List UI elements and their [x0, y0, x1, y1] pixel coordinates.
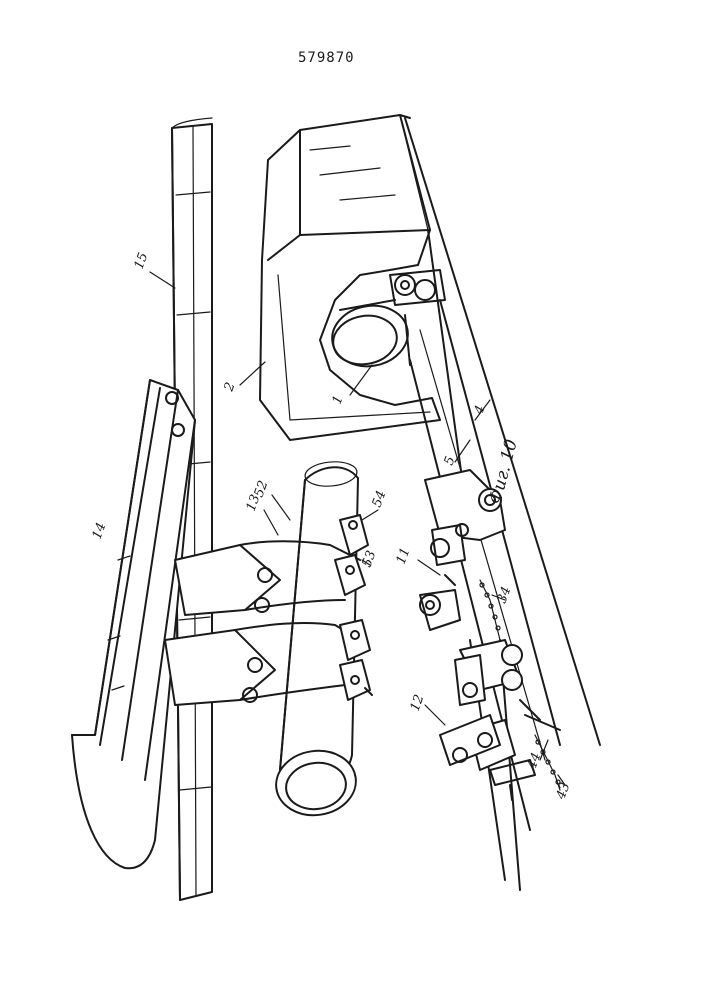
label-14: 14	[90, 521, 110, 542]
label-34: 34	[495, 585, 515, 606]
frame-14	[72, 380, 195, 868]
ring-1	[327, 300, 412, 372]
label-11: 11	[394, 546, 414, 567]
label-2: 2	[221, 380, 238, 394]
label-54: 54	[370, 489, 390, 510]
carriage-12	[440, 640, 560, 800]
label-12: 12	[408, 693, 428, 714]
label-52: 52	[252, 479, 272, 500]
label-5: 5	[442, 454, 459, 467]
patent-number: 579870	[298, 50, 355, 66]
figure-caption: Фиг. 10	[486, 437, 522, 506]
label-53: 53	[360, 549, 380, 570]
label-15: 15	[132, 251, 152, 272]
